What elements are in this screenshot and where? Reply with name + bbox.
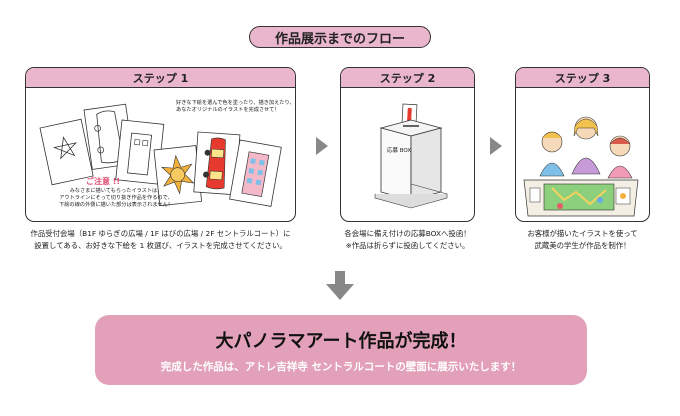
step-2-illustration: 応募 BOX [341,88,474,221]
students-working-illustration [523,116,639,217]
step-3-caption: お客様が描いたイラストを使って 武蔵美の学生が作品を制作！ [527,229,638,250]
step-1-panel: ステップ 1 [25,67,296,222]
step-2-caption: 各会場に備え付けの応募BOXへ投函！ ※作品は折らずに投函してください。 [344,229,471,250]
step-3-panel: ステップ 3 [515,67,650,222]
warning-text: みなさまに描いてもらったイラストは、 アウトラインにそって切り抜き作品を作るので… [59,188,173,208]
step-2-panel: ステップ 2 応募 BOX [340,67,475,222]
arrow-right-icon [490,137,502,155]
entry-box-label: 応募 BOX [387,148,412,154]
arrow-down-icon [326,271,354,300]
warning-title: ご注意 !! [86,177,121,186]
final-banner: 大パノラマアート作品が完成！ 完成した作品は、アトレ吉祥寺 セントラルコートの壁… [95,315,587,385]
template-sheets-illustration [39,103,282,207]
step-1-caption: 作品受付会場（B1F ゆらぎの広場 / 1F はびの広場 / 2F セントラルコ… [30,229,291,250]
entry-box-illustration [374,103,449,209]
final-subline: 完成した作品は、アトレ吉祥寺 セントラルコートの壁面に展示いたします！ [160,360,522,373]
step-3-illustration [516,88,649,221]
page-title: 作品展示までのフロー [249,26,431,48]
final-headline: 大パノラマアート作品が完成！ [215,330,467,352]
step-1-illustration: 好きな下絵を選んで色を塗ったり、描き加えたり、 あなたオリジナルのイラストを完成… [26,88,295,221]
step-1-header: ステップ 1 [26,68,295,88]
instruction-text: 好きな下絵を選んで色を塗ったり、描き加えたり、 あなたオリジナルのイラストを完成… [176,100,295,113]
step-3-header: ステップ 3 [516,68,649,88]
arrow-right-icon [316,137,328,155]
step-2-header: ステップ 2 [341,68,474,88]
